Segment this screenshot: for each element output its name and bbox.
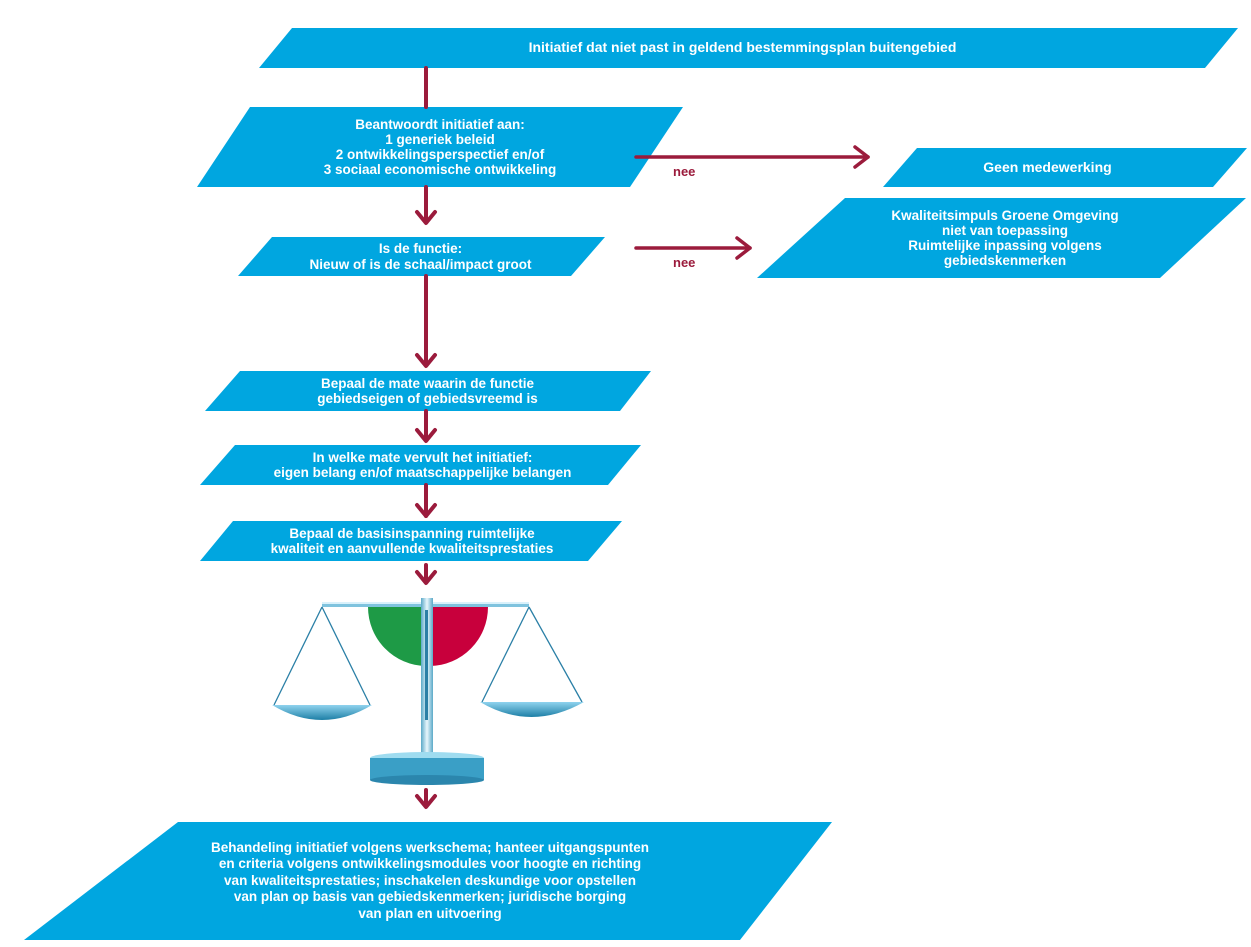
node-kwaliteitsimpuls-line: Kwaliteitsimpuls Groene Omgeving: [891, 207, 1119, 223]
node-beantwoordt-line: 1 generiek beleid: [385, 131, 495, 147]
node-is-de-functie-line: Is de functie:: [378, 241, 463, 257]
node-kwaliteitsimpuls-line: Ruimtelijke inpassing volgens: [908, 238, 1102, 253]
node-bepaal-mate-line: Bepaal de mate waarin de functie: [320, 375, 535, 391]
node-is-de-functie-line: Nieuw of is de schaal/impact groot: [309, 256, 532, 272]
node-in-welke-mate: In welke mate vervult het initiatief: ei…: [210, 445, 635, 485]
node-behandeling-line: Behandeling initiatief volgens werkschem…: [210, 839, 650, 855]
node-basisinspanning-line: kwaliteit en aanvullende kwaliteitsprest…: [270, 541, 554, 556]
node-kwaliteitsimpuls-line: niet van toepassing: [941, 222, 1069, 238]
flow-arrowheads: [415, 210, 437, 809]
box-final-shape: [24, 822, 832, 940]
box-q1-shape: [197, 107, 683, 187]
node-behandeling-line: van plan op basis van gebiedskenmerken; …: [233, 889, 627, 905]
balance-scale-icon: [272, 598, 584, 785]
node-beantwoordt: Beantwoordt initiatief aan: 1 generiek b…: [210, 109, 670, 185]
box-kwaliteit-shape: [757, 198, 1246, 278]
box-q2-shape: [238, 237, 605, 276]
node-initiatief-line: Initiatief dat niet past in geldend best…: [528, 39, 957, 56]
arrow-nee-1-head: [853, 145, 870, 169]
node-kwaliteitsimpuls: Kwaliteitsimpuls Groene Omgeving niet va…: [780, 200, 1230, 276]
node-in-welke-mate-line: In welke mate vervult het initiatief:: [312, 449, 533, 465]
node-geen-medewerking-line: Geen medewerking: [983, 158, 1112, 175]
box-step1-shape: [205, 371, 651, 411]
node-bepaal-mate-line: gebiedseigen of gebiedsvreemd is: [317, 391, 538, 406]
node-kwaliteitsimpuls-line: gebiedskenmerken: [943, 253, 1067, 269]
box-step3-shape: [200, 521, 622, 561]
node-behandeling: Behandeling initiatief volgens werkschem…: [90, 824, 770, 938]
label-nee-2: nee: [673, 255, 696, 270]
node-behandeling-line: van plan en uitvoering: [358, 905, 502, 921]
node-geen-medewerking: Geen medewerking: [895, 148, 1200, 187]
node-beantwoordt-line: 2 ontwikkelingsperspectief en/of: [335, 147, 545, 162]
node-beantwoordt-line: Beantwoordt initiatief aan:: [355, 116, 525, 132]
node-behandeling-line: van kwaliteitsprestaties; inschakelen de…: [224, 872, 636, 888]
node-in-welke-mate-line: eigen belang en/of maatschappelijke bela…: [273, 465, 572, 480]
box-geen-shape: [883, 148, 1247, 187]
node-basisinspanning: Bepaal de basisinspanning ruimtelijke kw…: [212, 521, 612, 561]
node-initiatief: Initiatief dat niet past in geldend best…: [270, 28, 1215, 68]
box-top-shape: [259, 28, 1238, 68]
node-bepaal-mate: Bepaal de mate waarin de functie gebieds…: [215, 371, 640, 411]
node-is-de-functie: Is de functie: Nieuw of is de schaal/imp…: [248, 237, 593, 276]
node-beantwoordt-line: 3 sociaal economische ontwikkeling: [323, 162, 557, 178]
box-step2-shape: [200, 445, 641, 485]
label-nee-1: nee: [673, 164, 696, 179]
node-basisinspanning-line: Bepaal de basisinspanning ruimtelijke: [289, 525, 535, 541]
arrow-nee-2-head: [735, 236, 752, 260]
node-behandeling-line: en criteria volgens ontwikkelingsmodules…: [218, 856, 642, 872]
